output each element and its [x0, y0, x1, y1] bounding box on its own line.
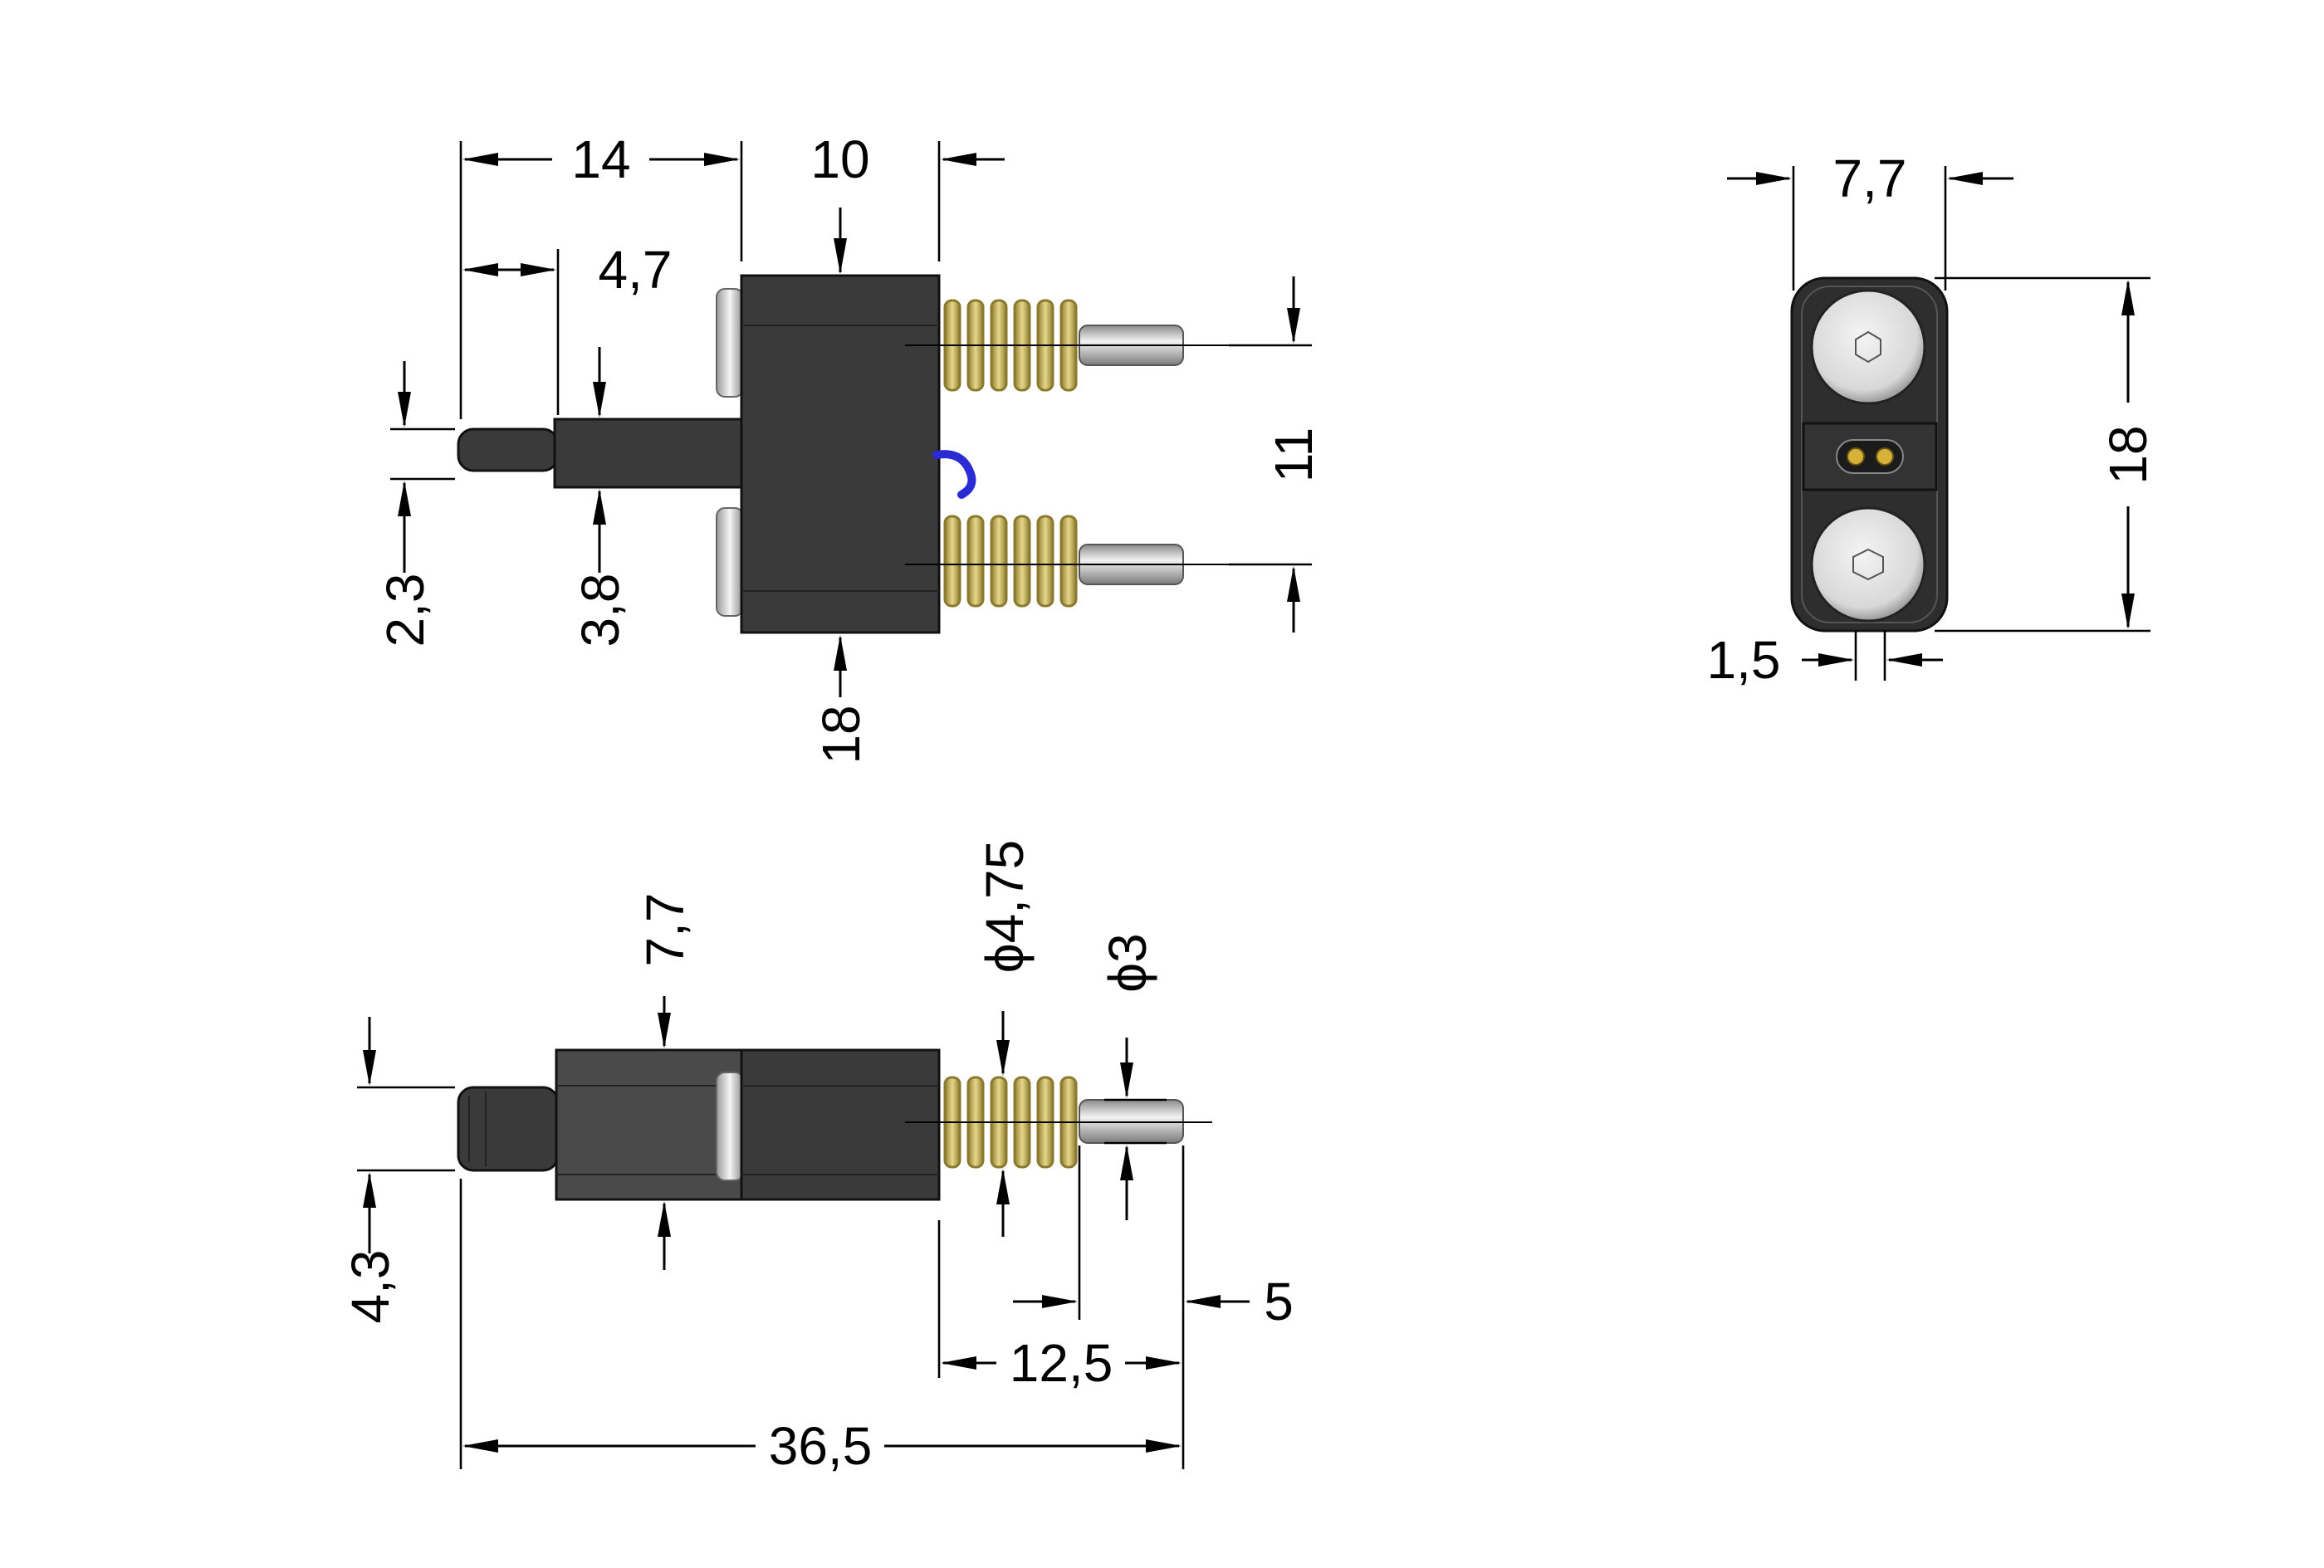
neck: [553, 418, 746, 489]
dim-4-75-diameter: ϕ4,75: [975, 840, 1035, 973]
end-disc-bottom: [1810, 506, 1926, 623]
dim-11: 11: [1264, 427, 1323, 482]
dim-12-5: 12,5: [1010, 1333, 1113, 1393]
dim-5: 5: [1264, 1272, 1294, 1331]
side-silver-ring: [716, 1072, 744, 1181]
dim-7-7-end: 7,7: [1833, 149, 1907, 208]
dim-10: 10: [810, 129, 869, 189]
side-view: 7,7 ϕ4,75 ϕ3 4,3 5: [340, 840, 1294, 1476]
dim-4-7: 4,7: [599, 240, 673, 300]
side-body-right: [740, 1048, 941, 1201]
left-ring-top: [716, 288, 744, 398]
hex-socket-bottom: [1852, 548, 1884, 581]
side-tip: [457, 1086, 560, 1172]
dim-4-3: 4,3: [340, 1250, 400, 1324]
dim-18-end: 18: [2098, 425, 2158, 484]
dim-18-top: 18: [811, 705, 871, 764]
top-view: 14 10 4,7 2,3 3,8 11: [375, 129, 1323, 764]
hose-barb-tip: [457, 427, 560, 472]
dim-14: 14: [571, 129, 630, 189]
hex-socket-top: [1855, 330, 1881, 364]
end-disc-top: [1810, 289, 1926, 405]
left-ring-bottom: [716, 507, 744, 617]
dim-2-3: 2,3: [375, 574, 435, 647]
contact-left: [1847, 447, 1865, 466]
dim-3-diameter: ϕ3: [1098, 933, 1157, 992]
dim-7-7-side: 7,7: [635, 893, 695, 967]
dim-36-5: 36,5: [769, 1416, 873, 1476]
dim-1-5: 1,5: [1707, 630, 1781, 690]
spring-bottom: [943, 515, 1078, 608]
housing-top-view: [740, 274, 941, 634]
dim-3-8: 3,8: [570, 574, 630, 647]
contact-right: [1876, 447, 1894, 466]
side-body-left: [555, 1048, 745, 1201]
end-view: 7,7 18 1,5: [1707, 149, 2158, 690]
blue-wire: [932, 450, 976, 499]
